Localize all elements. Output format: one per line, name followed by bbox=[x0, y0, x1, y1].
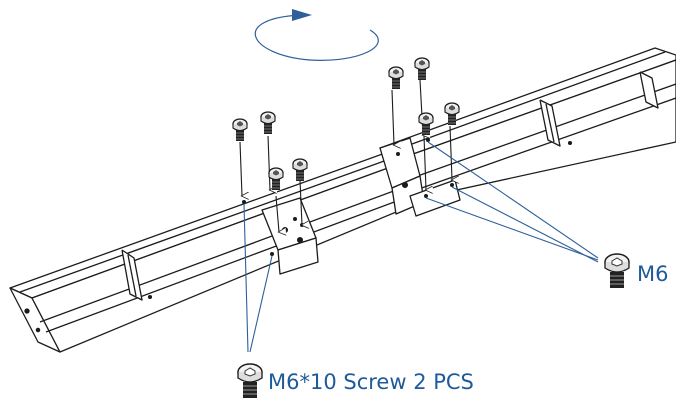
screw-icon bbox=[414, 57, 430, 81]
screw-icon bbox=[292, 158, 308, 182]
screw-icon bbox=[604, 253, 630, 289]
rotation-arrow-icon bbox=[254, 9, 379, 61]
screw-icon bbox=[388, 66, 404, 90]
insertion-arrows bbox=[239, 79, 452, 232]
screw-icon bbox=[268, 167, 284, 191]
bottom-screw-callout-label: M6*10 Screw 2 PCS bbox=[268, 370, 474, 394]
screw-icon bbox=[237, 363, 263, 399]
center-connector-bracket bbox=[261, 137, 461, 275]
leader-lines bbox=[243, 141, 599, 353]
left-frame-rail bbox=[9, 151, 426, 353]
screw-icon bbox=[232, 118, 248, 142]
screw-icon bbox=[260, 111, 276, 135]
right-screw-callout-label: M6 bbox=[637, 262, 669, 286]
